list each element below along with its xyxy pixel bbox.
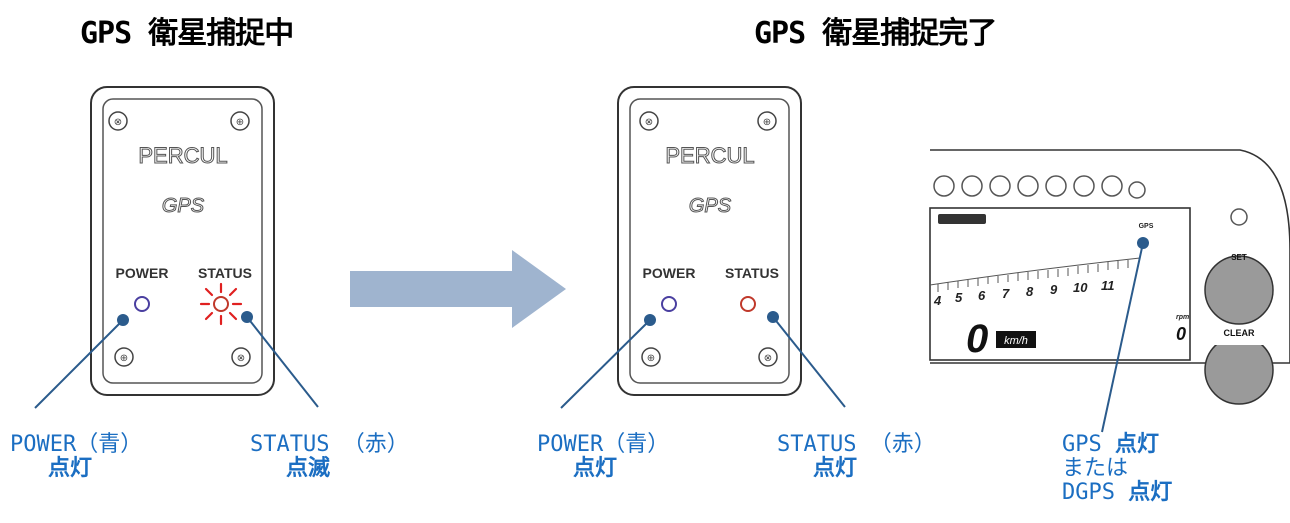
right-title: GPS 衛星捕捉完了 [754, 16, 997, 51]
rpm-value: 0 [1176, 324, 1186, 344]
scale-label: 11 [1101, 278, 1115, 293]
screw-icon: ⊕ [230, 111, 250, 131]
caption-prefix: GPS [1062, 432, 1102, 457]
scale-label: 10 [1073, 280, 1088, 295]
svg-text:⊕: ⊕ [647, 353, 655, 364]
gps-indicator: GPS [1139, 223, 1154, 230]
caption-state: 点灯 [48, 456, 93, 481]
screw-icon: ⊗ [639, 111, 659, 131]
tach-ticks [937, 260, 1129, 292]
screw-icon: ⊕ [641, 347, 661, 367]
dashboard-display: GPS 4 5 6 7 8 9 10 11 0 km/h rpm 0 [929, 149, 1290, 433]
svg-text:⊕: ⊕ [236, 117, 244, 128]
rpm-label: rpm [1176, 314, 1189, 321]
screw-icon: ⊗ [758, 347, 778, 367]
right-arrow-icon [350, 250, 566, 328]
left-power-caption: POWER（青） 点灯 [10, 433, 142, 481]
gps-logo: GPS [162, 195, 205, 217]
status-led [213, 296, 229, 312]
power-leader-line [560, 319, 651, 409]
caption-line: POWER（青） [537, 432, 670, 457]
right-gps-unit: ⊗ ⊕ ⊕ ⊗ PERCUL GPS POWER STATUS [560, 86, 846, 409]
status-leader-line [772, 316, 846, 408]
scale-label: 5 [955, 290, 963, 305]
svg-text:⊗: ⊗ [645, 117, 653, 128]
caption-state: 点灯 [573, 456, 618, 481]
clear-button[interactable]: CLEAR [1200, 325, 1280, 405]
tach-arc [929, 257, 1141, 286]
screw-icon: ⊕ [757, 111, 777, 131]
scale-label: 6 [978, 288, 986, 303]
status-leader-dot [241, 311, 253, 323]
svg-text:⊕: ⊕ [763, 117, 771, 128]
dashboard-caption: GPS 点灯 または DGPS 点灯 [1062, 433, 1172, 505]
left-title: GPS 衛星捕捉中 [80, 16, 294, 51]
speed-unit-badge [996, 331, 1036, 348]
svg-text:⊗: ⊗ [764, 353, 772, 364]
power-leader-dot [644, 314, 656, 326]
speed-value: 0 [966, 317, 988, 361]
caption-state: 点滅 [286, 456, 331, 481]
caption-line: POWER（青） [10, 432, 143, 457]
scale-label: 9 [1050, 282, 1058, 297]
caption-state: 点灯 [813, 456, 858, 481]
power-leader-line [34, 319, 124, 409]
right-status-caption: STATUS （赤） 点灯 [777, 433, 936, 481]
power-led [134, 296, 150, 312]
caption-state: 点灯 [1128, 480, 1173, 505]
indicator-lights [933, 175, 1146, 199]
caption-line: STATUS （赤） [777, 432, 936, 457]
svg-text:⊗: ⊗ [237, 353, 245, 364]
gps-leader-line [1101, 242, 1144, 433]
blink-rays-icon [199, 282, 243, 326]
caption-line: または [1062, 456, 1129, 481]
left-status-caption: STATUS （赤） 点滅 [250, 433, 409, 481]
right-power-caption: POWER（青） 点灯 [537, 433, 669, 481]
power-label: POWER [643, 265, 696, 281]
speed-unit: km/h [1004, 335, 1028, 347]
set-button-label: SET [1231, 253, 1247, 262]
brand-label: PERCUL [138, 143, 227, 168]
svg-text:⊕: ⊕ [120, 353, 128, 364]
gps-logo: GPS [689, 195, 732, 217]
scale-label: 4 [933, 293, 942, 308]
screw-icon: ⊕ [114, 347, 134, 367]
gps-leader-dot [1137, 237, 1149, 249]
status-leader-dot [767, 311, 779, 323]
scale-label: 7 [1002, 286, 1010, 301]
power-led [661, 296, 677, 312]
screw-icon: ⊗ [108, 111, 128, 131]
power-label: POWER [116, 265, 169, 281]
power-leader-dot [117, 314, 129, 326]
mode-badge [938, 214, 986, 224]
caption-state: 点灯 [1115, 432, 1160, 457]
brand-label: PERCUL [665, 143, 754, 168]
status-label: STATUS [198, 265, 252, 281]
clear-button-label: CLEAR [1224, 328, 1255, 338]
status-leader-line [246, 316, 319, 408]
svg-text:⊗: ⊗ [114, 117, 122, 128]
set-button[interactable]: SET [1204, 253, 1274, 325]
left-gps-unit: ⊗ ⊕ ⊕ ⊗ PERCUL GPS POWER STATUS [34, 86, 319, 409]
caption-prefix: DGPS [1062, 480, 1115, 505]
tach-scale-labels: 4 5 6 7 8 9 10 11 [933, 278, 1115, 308]
status-led [740, 296, 756, 312]
status-label: STATUS [725, 265, 779, 281]
screw-icon: ⊗ [231, 347, 251, 367]
small-indicator-icon [1230, 208, 1248, 226]
caption-line: STATUS （赤） [250, 432, 409, 457]
scale-label: 8 [1026, 284, 1034, 299]
